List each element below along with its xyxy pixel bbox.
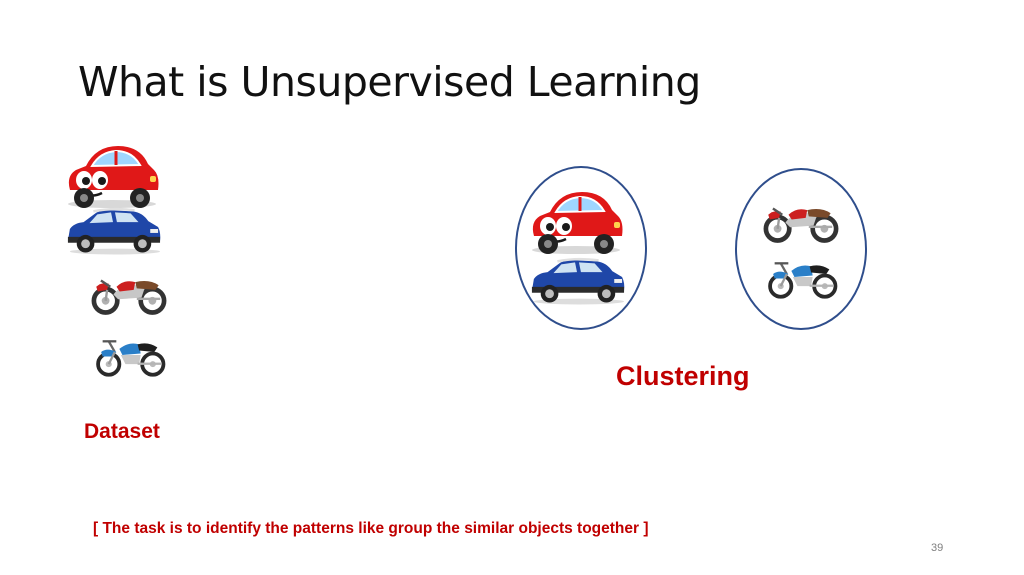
cluster-blue-motorcycle-image bbox=[764, 252, 840, 302]
red-motorcycle-image bbox=[90, 270, 168, 316]
slide-title: What is Unsupervised Learning bbox=[78, 58, 701, 106]
blue-motorcycle-image bbox=[92, 330, 168, 380]
blue-suv-image bbox=[64, 205, 162, 255]
slide-number: 39 bbox=[931, 542, 944, 554]
cluster-cartoon-car-image bbox=[526, 186, 626, 254]
cartoon-car-image bbox=[62, 140, 162, 208]
clustering-label: Clustering bbox=[616, 361, 750, 391]
dataset-label: Dataset bbox=[84, 420, 160, 443]
task-caption: [ The task is to identify the patterns l… bbox=[93, 520, 649, 537]
motorcycle-cluster-ellipse bbox=[735, 168, 867, 330]
cluster-blue-suv-image bbox=[528, 255, 626, 305]
car-cluster-ellipse bbox=[515, 166, 647, 330]
cluster-red-motorcycle-image bbox=[762, 198, 840, 244]
